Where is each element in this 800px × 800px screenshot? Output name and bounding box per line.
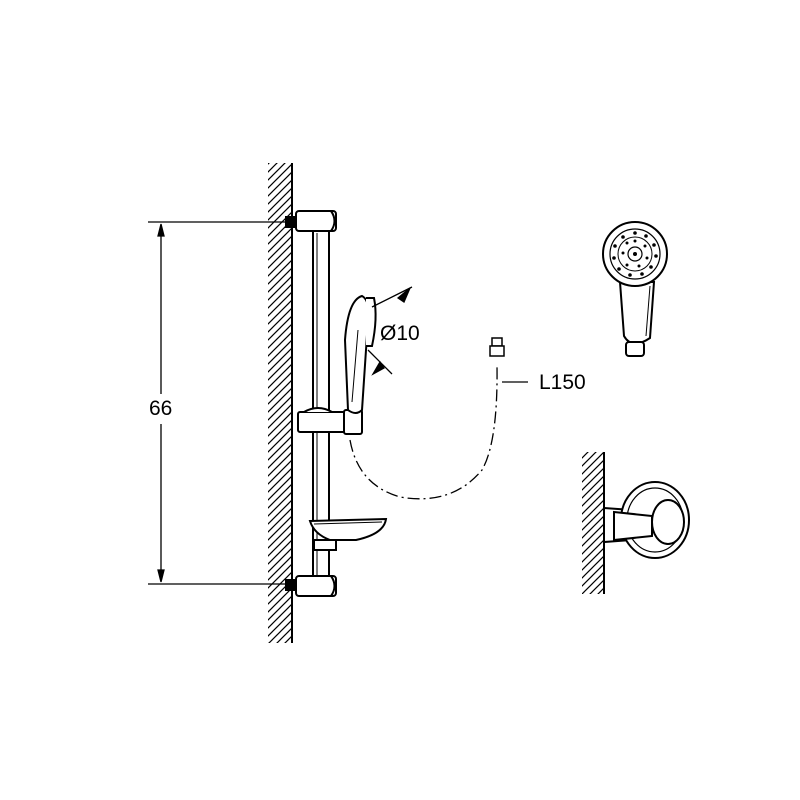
slider-holder (297, 407, 363, 435)
handshower-front (602, 221, 668, 357)
rail-height-label: 66 (149, 397, 173, 420)
slide-rail (285, 210, 337, 597)
bracket-wall (582, 452, 605, 594)
soap-dish (308, 517, 388, 551)
wall (268, 163, 293, 643)
diameter-dimension (367, 286, 413, 376)
spray-nozzles (612, 231, 658, 277)
handshower-diameter-label: Ø10 (380, 322, 420, 345)
height-dimension-line (148, 221, 300, 585)
wall-bracket (603, 481, 690, 559)
hose-line (349, 365, 498, 500)
hose-length-label: L150 (539, 371, 586, 394)
hose-connector (489, 337, 505, 357)
handshower-side (343, 294, 377, 414)
